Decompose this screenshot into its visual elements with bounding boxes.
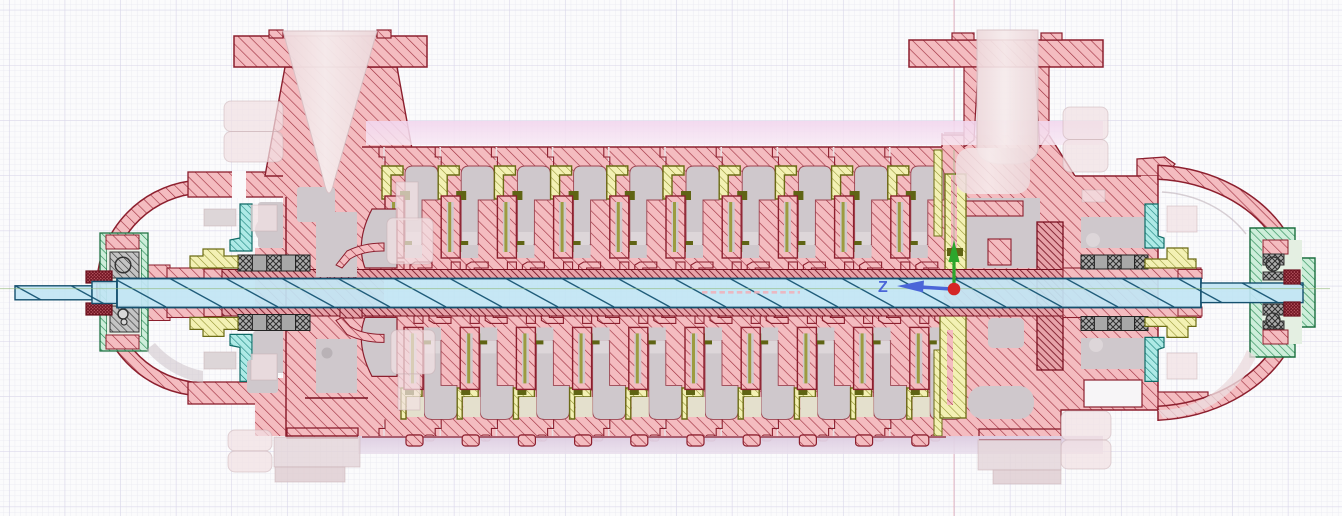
svg-text:Z: Z xyxy=(878,279,888,296)
